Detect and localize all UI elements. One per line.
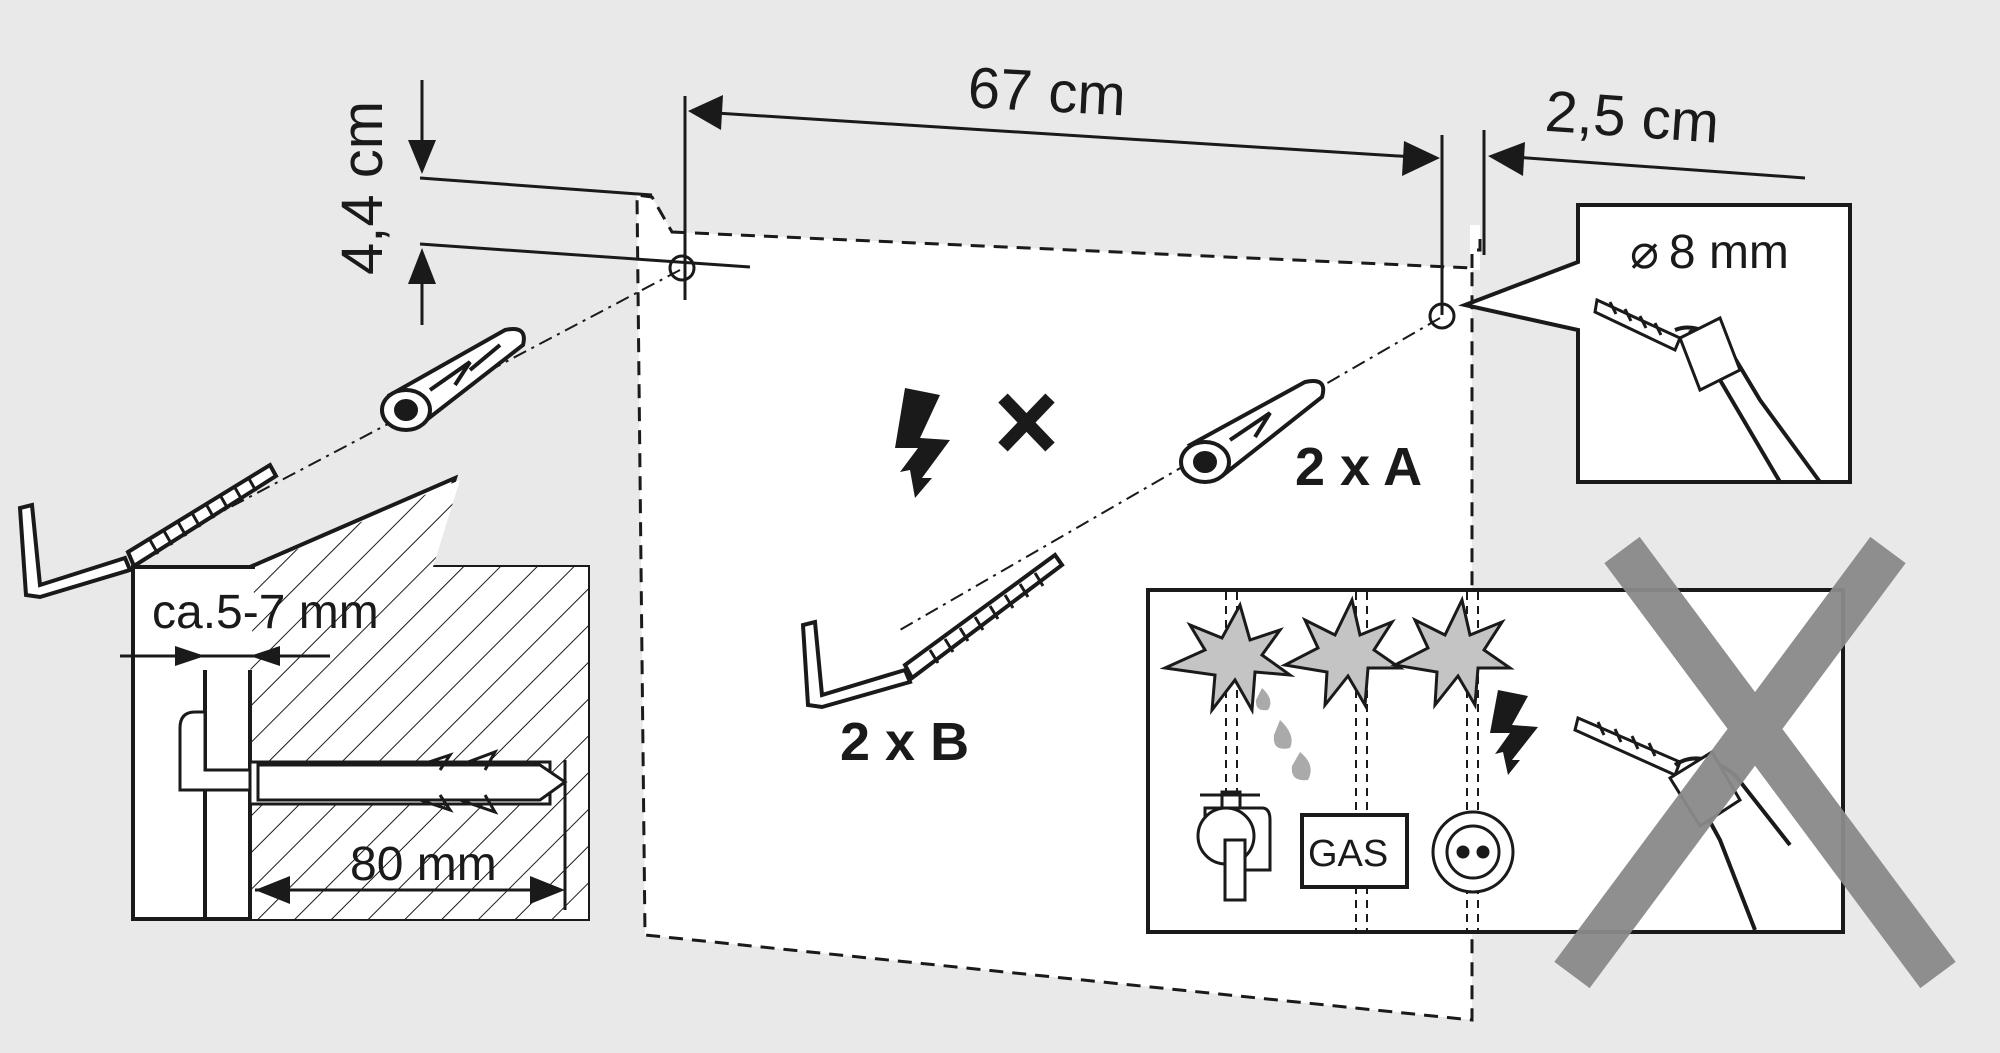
- spacing-dimension: [683, 95, 1444, 315]
- drill-callout: [1458, 203, 1852, 484]
- power-socket-icon: [1431, 810, 1515, 894]
- electricity-icon: [895, 388, 950, 498]
- edge-dimension-label: 2,5 cm: [1543, 79, 1721, 156]
- gap-dimension-label: ca.5-7 mm: [152, 586, 379, 639]
- prohibited-cross-icon: [1554, 536, 1956, 989]
- drill-diameter-value: 8 mm: [1669, 226, 1789, 279]
- part-b-label: 2 x B: [840, 712, 969, 772]
- drill-diameter-label: ⌀8 mm: [1630, 226, 1789, 279]
- spacing-dimension-label: 67 cm: [966, 55, 1127, 128]
- explosion-icon: [1159, 595, 1515, 716]
- gas-label: GAS: [1308, 833, 1388, 875]
- wall-section-detail: [120, 474, 590, 921]
- edge-dimension: [1482, 130, 1806, 255]
- drill-hole-left: [668, 254, 696, 282]
- wall-plug-left: [380, 327, 526, 432]
- cross-icon: [998, 393, 1055, 452]
- water-tap-icon: [1196, 790, 1272, 902]
- hook-screw-left: [17, 462, 279, 600]
- depth-dimension-label: 80 mm: [350, 838, 497, 891]
- drill-hole-right: [1428, 302, 1456, 330]
- height-dimension-label: 4,4 cm: [330, 101, 395, 275]
- water-drops-icon: [1255, 688, 1311, 781]
- wall-plug-center: [1179, 379, 1326, 484]
- hook-screw-center: [800, 552, 1065, 710]
- hazard-lightning-icon: [1490, 690, 1538, 775]
- gas-label-box: [1300, 813, 1409, 889]
- part-a-label: 2 x A: [1295, 437, 1422, 497]
- diameter-symbol-text: ⌀: [1630, 226, 1659, 279]
- height-dimension: [408, 80, 751, 325]
